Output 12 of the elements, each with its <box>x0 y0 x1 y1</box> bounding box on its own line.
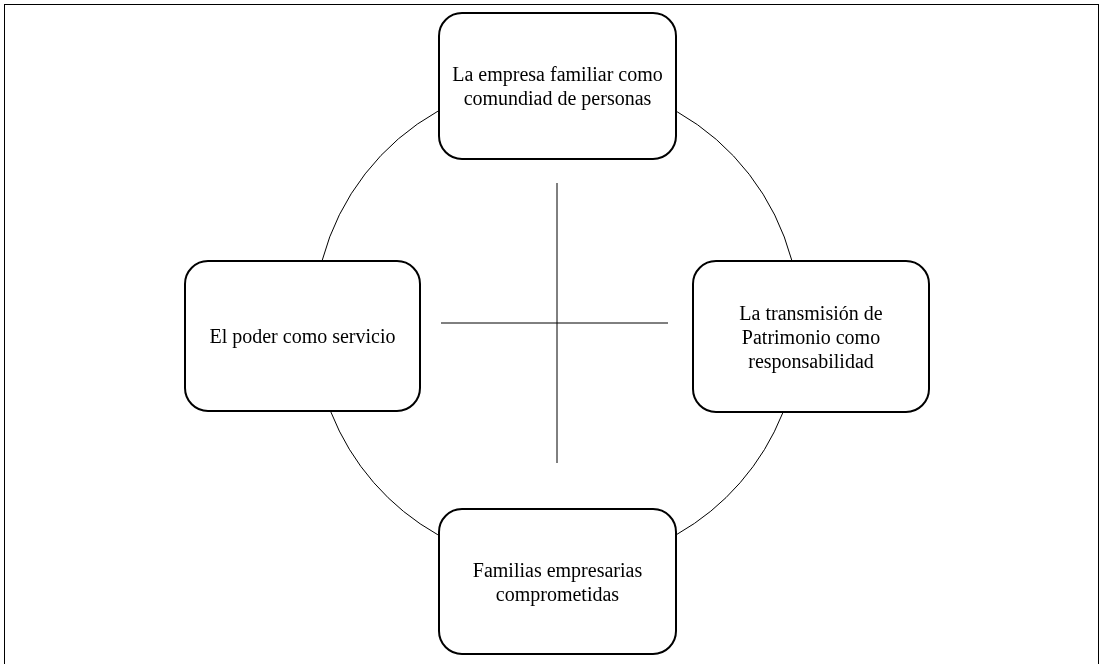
circle-arc <box>676 111 793 261</box>
box-text: Familias empresarias comprometidas <box>471 557 644 606</box>
box-text: La transmisión de Patrimonio como responsabilidad <box>738 300 884 373</box>
box-text: El poder como servicio <box>209 324 396 348</box>
circle-arc <box>676 412 784 535</box>
box-text: La empresa familiar como comundiad de personas <box>451 62 664 110</box>
rounded-box <box>438 12 677 160</box>
rounded-box <box>184 260 421 412</box>
circle-arc <box>321 110 439 261</box>
rounded-box <box>438 508 677 655</box>
rounded-box <box>692 260 930 413</box>
circle-arc <box>330 411 439 536</box>
